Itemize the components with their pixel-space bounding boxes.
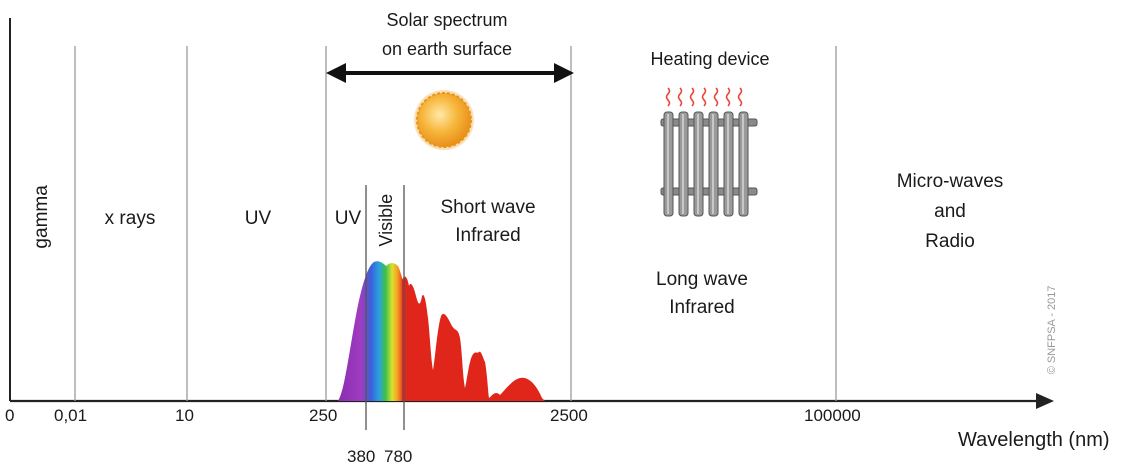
region-visible: Visible: [375, 193, 396, 247]
tick-0: 0: [5, 406, 15, 425]
tick-10: 10: [175, 406, 194, 425]
region-short-wave-ir: Short wave Infrared: [418, 196, 558, 248]
region-gamma: gamma: [31, 185, 53, 249]
tick-250: 250: [309, 406, 338, 425]
tick-780: 780: [384, 447, 413, 466]
region-uv: UV: [244, 208, 272, 229]
long-wave-line2: Infrared: [669, 296, 735, 318]
solar-spectrum-label: Solar spectrum on earth surface: [372, 9, 522, 60]
heat-waves-icon: [665, 87, 743, 107]
x-axis-arrow-icon: [1036, 393, 1054, 409]
spectrum-uv-visible: [338, 261, 404, 401]
tick-100000: 100000: [804, 406, 861, 425]
microwaves-line3: Radio: [925, 230, 975, 252]
solar-range-arrow: [326, 63, 574, 83]
tick-2500: 2500: [550, 406, 588, 425]
heating-device-label: Heating device: [650, 49, 770, 69]
short-wave-line1: Short wave: [440, 197, 536, 218]
spectrum-infrared: [402, 276, 545, 401]
radiator-icon: [660, 111, 758, 217]
region-uv-solar: UV: [334, 208, 362, 229]
long-wave-line1: Long wave: [656, 269, 748, 290]
x-axis-title: Wavelength (nm): [958, 429, 1110, 451]
tick-0-01: 0,01: [54, 406, 88, 425]
solar-spectrum-curve: [338, 185, 545, 430]
microwaves-line2: and: [934, 200, 966, 222]
region-long-wave-ir: Long wave Infrared: [632, 268, 772, 320]
solar-label-line1: Solar spectrum: [386, 10, 508, 30]
sun-icon: [414, 90, 474, 150]
solar-label-line2: on earth surface: [381, 38, 513, 59]
microwaves-line1: Micro-waves: [896, 171, 1004, 192]
copyright-text: © SNFPSA - 2017: [1046, 285, 1059, 375]
region-xrays: x rays: [104, 208, 156, 229]
short-wave-line2: Infrared: [455, 224, 521, 246]
arrow-right-icon: [554, 63, 574, 83]
region-dividers: [74, 46, 837, 401]
region-microwaves: Micro-waves and Radio: [880, 170, 1020, 253]
arrow-left-icon: [326, 63, 346, 83]
tick-380: 380: [347, 447, 376, 466]
